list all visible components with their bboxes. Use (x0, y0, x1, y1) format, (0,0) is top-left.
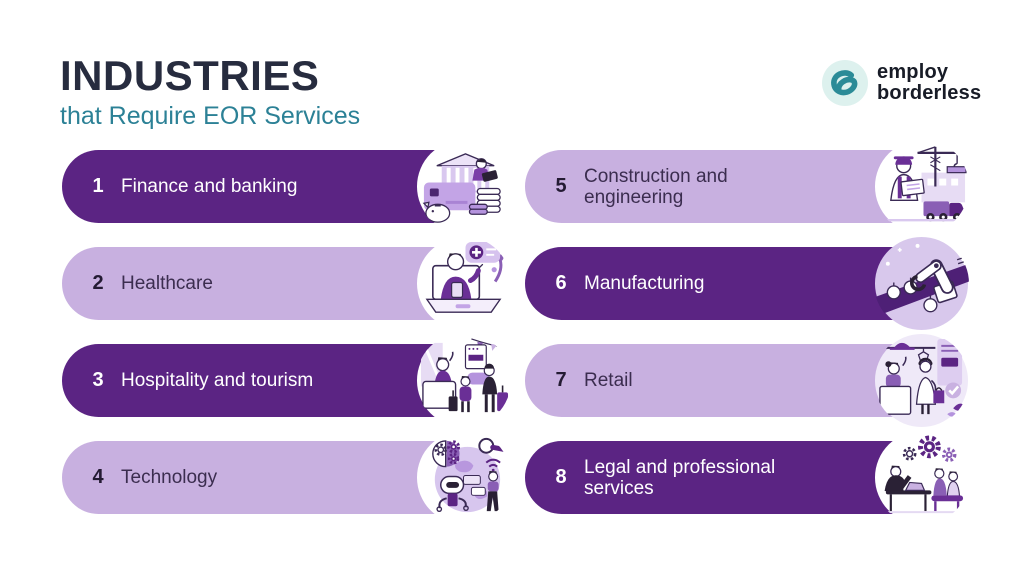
industry-number: 1 (92, 175, 104, 197)
header: INDUSTRIES that Require EOR Services (60, 52, 361, 131)
industry-number: 7 (555, 369, 567, 391)
industry-label: Technology (121, 467, 218, 488)
industry-number: 2 (92, 272, 104, 294)
industry-number: 4 (92, 466, 104, 488)
technology-illustration (416, 430, 511, 525)
industry-label: Legal and professional services (584, 456, 776, 499)
construction-engineering-illustration (874, 139, 969, 234)
retail-illustration (874, 333, 969, 428)
logo-line1: employ (877, 61, 949, 83)
employ-borderless-logo: employ borderless (822, 60, 981, 106)
employ-borderless-e-icon (822, 60, 868, 106)
hospitality-tourism-illustration (416, 333, 511, 428)
manufacturing-illustration (874, 236, 969, 331)
industry-technology: 4 Technology (62, 430, 511, 525)
logo-wordmark: employ borderless (877, 62, 981, 104)
logo-line2: borderless (877, 82, 982, 104)
industry-finance-banking: 1 Finance and banking (62, 139, 511, 234)
industry-legal-professional-services: 8 Legal and professional services (525, 430, 969, 525)
industry-number: 5 (555, 175, 567, 197)
page-subtitle: that Require EOR Services (60, 102, 361, 131)
industry-number: 8 (555, 466, 567, 488)
finance-banking-illustration (416, 139, 511, 234)
industry-manufacturing: 6 Manufacturing (525, 236, 969, 331)
industries-grid: 1 Finance and banking (62, 139, 969, 525)
industry-label: Manufacturing (584, 273, 705, 294)
healthcare-illustration (416, 236, 511, 331)
industry-number: 6 (555, 272, 567, 294)
industry-label: Hospitality and tourism (121, 370, 314, 391)
legal-professional-services-illustration (874, 430, 969, 525)
industry-label: Retail (584, 370, 633, 391)
industry-healthcare: 2 Healthcare (62, 236, 511, 331)
industry-label: Finance and banking (121, 176, 298, 197)
industry-construction-engineering: 5 Construction and engineering (525, 139, 969, 234)
industry-number: 3 (92, 369, 104, 391)
industry-hospitality-tourism: 3 Hospitality and tourism (62, 333, 511, 428)
industry-retail: 7 Retail (525, 333, 969, 428)
industry-label: Healthcare (121, 273, 213, 294)
page-title: INDUSTRIES (60, 52, 320, 99)
industry-label: Construction and engineering (584, 165, 728, 208)
